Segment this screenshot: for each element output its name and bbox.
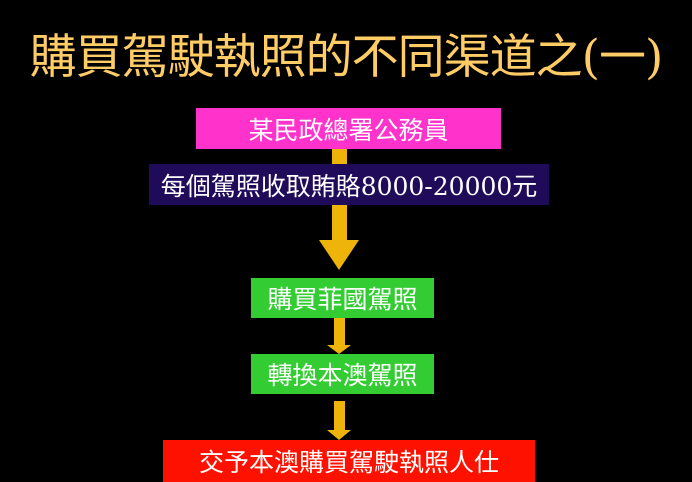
buy-philippine-license-box: 購買菲國駕照 bbox=[251, 278, 434, 318]
deliver-label: 交予本澳購買駕駛執照人仕 bbox=[198, 448, 499, 477]
arrow-down-icon bbox=[327, 345, 351, 354]
convert-license-box: 轉換本澳駕照 bbox=[251, 354, 434, 394]
arrow-shaft bbox=[334, 401, 345, 431]
bribe-label: 每個駕照收取賄賂8000-20000元 bbox=[160, 171, 538, 201]
official-label: 某民政總署公務員 bbox=[248, 115, 449, 145]
buy-philippine-license-label: 購買菲國駕照 bbox=[267, 285, 418, 314]
arrow-shaft bbox=[334, 318, 345, 345]
arrow-down-icon bbox=[327, 430, 351, 440]
deliver-box: 交予本澳購買駕駛執照人仕 bbox=[163, 440, 535, 482]
official-box: 某民政總署公務員 bbox=[196, 108, 501, 149]
slide-title: 購買駕駛執照的不同渠道之(一) bbox=[29, 30, 664, 85]
bribe-box: 每個駕照收取賄賂8000-20000元 bbox=[149, 164, 549, 205]
arrow-down-icon bbox=[319, 240, 359, 270]
convert-license-label: 轉換本澳駕照 bbox=[267, 361, 418, 390]
